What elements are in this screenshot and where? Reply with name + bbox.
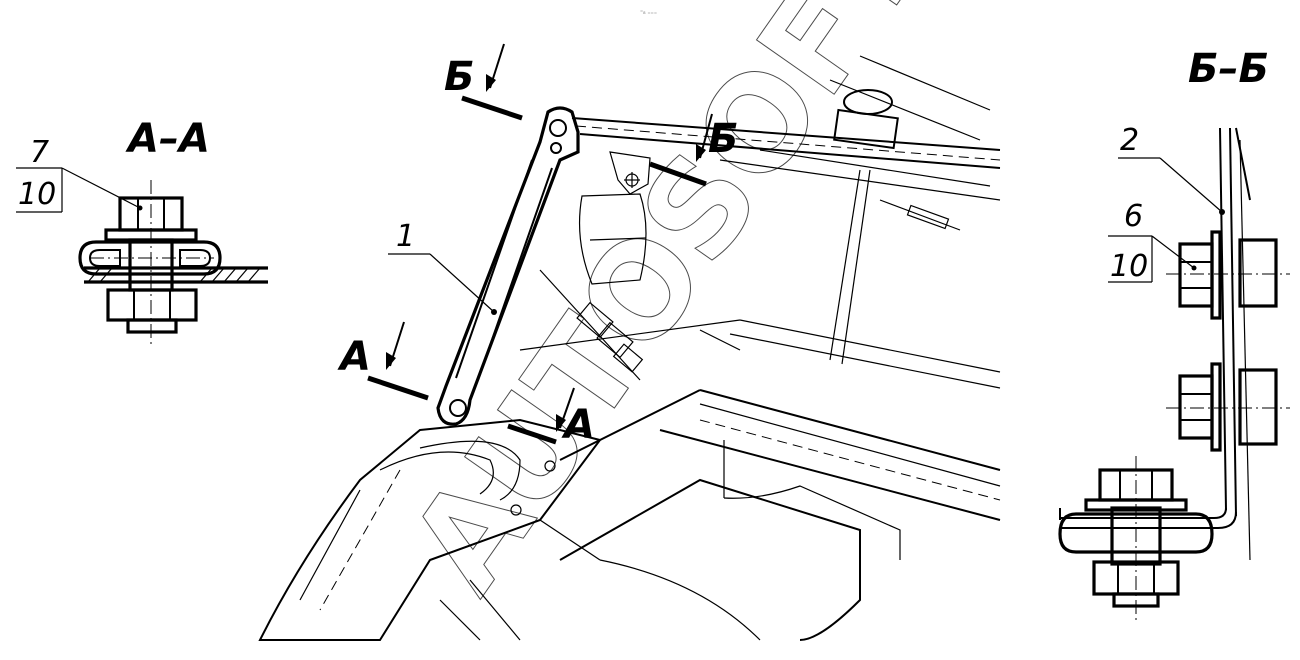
- bracket-and-lamp: [578, 151, 651, 285]
- callout-aa-bottom: 10: [18, 177, 56, 212]
- section-aa-view: А–А 7 10: [16, 116, 268, 348]
- cut-marker-b-left: Б: [444, 43, 523, 121]
- body-panels: [258, 319, 1001, 641]
- section-bb-title: Б–Б: [1188, 46, 1269, 92]
- cut-marker-a-right: А: [507, 387, 595, 448]
- part-1-label: 1: [396, 219, 415, 254]
- section-bb-view: Б–Б 2 6 10: [1058, 46, 1290, 624]
- cut-a-left-label: А: [337, 334, 371, 380]
- cut-b-left-label: Б: [444, 54, 475, 100]
- cut-marker-a-left: А: [337, 321, 429, 401]
- callout-bb-part: 2: [1120, 123, 1139, 158]
- center-linkage: [519, 269, 741, 381]
- header-mark: ⁼₈ ₌₌₌: [640, 9, 657, 16]
- strut-part-1: 1: [388, 106, 580, 426]
- callout-2: 2: [1118, 123, 1225, 215]
- callout-bb-bottom: 10: [1110, 249, 1148, 284]
- callout-6-10: 6 10: [1108, 199, 1197, 284]
- callout-bb-top: 6: [1124, 199, 1143, 234]
- upper-frame: [571, 55, 1001, 365]
- cut-marker-b-right: Б: [649, 113, 739, 187]
- section-aa-title: А–А: [125, 116, 210, 162]
- callout-7-10: 7 10: [16, 135, 143, 213]
- main-view: Б Б А А: [258, 0, 1001, 641]
- callout-aa-top: 7: [30, 135, 49, 170]
- cut-b-right-label: Б: [708, 116, 739, 162]
